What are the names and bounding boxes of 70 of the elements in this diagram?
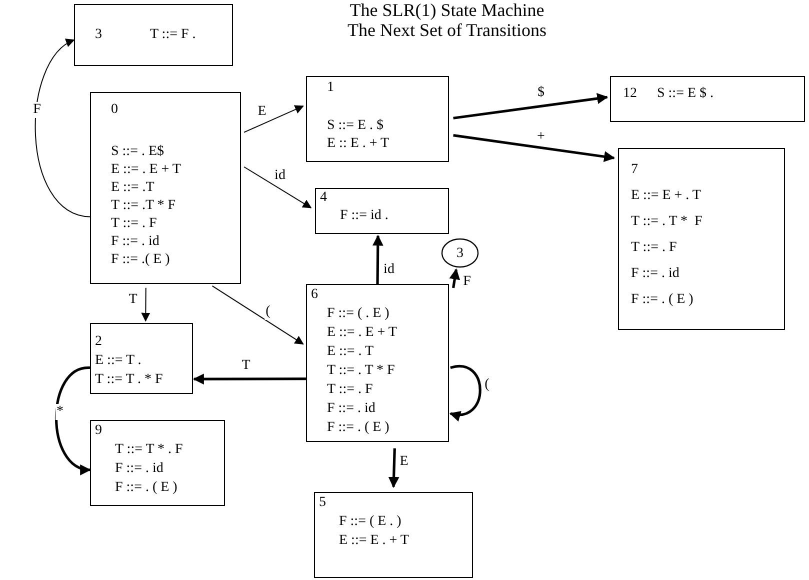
item-text: F ::= id . [339,207,388,225]
edge-label: ( [484,377,490,393]
arrow [244,105,304,133]
item-text: S ::= E . $ [327,117,384,135]
item-text: F ::= . id [111,233,160,251]
item-text: E ::= E + . T [631,187,701,205]
arrow [141,287,150,322]
state-number: 3 [95,26,102,44]
state-number: 6 [311,286,318,304]
item-text: F ::= ( . E ) [326,305,390,323]
item-text: F ::= . id [631,265,680,283]
state-box [618,148,785,330]
arrow [449,268,460,288]
item-text: T ::= .T * F [111,197,176,215]
item-text: F ::= . ( E ) [631,291,694,309]
state-number: 4 [320,189,327,207]
arrow [244,166,312,208]
arrow [372,234,384,284]
state-box [74,4,233,66]
edge-label: F [32,102,42,118]
arrow [54,366,92,474]
item-text: T ::= . T * F [631,213,702,231]
item-text: S ::= E $ . [657,85,714,103]
item-text: E ::= T . [95,352,142,370]
item-text: T ::= T . * F [95,371,163,389]
item-text: T ::= . F [111,215,157,233]
item-text: T ::= T * . F [114,441,183,459]
item-text: F ::= . ( E ) [326,419,390,437]
state-box [315,188,449,234]
item-text: T ::= . T * F [326,362,395,380]
diagram-title: The SLR(1) State Machine The Next Set of Transitions [346,0,548,40]
arrow [192,374,306,385]
item-text: T ::= F . [150,26,196,44]
item-text: E ::= . E + T [111,161,181,179]
item-text: E ::= . E + T [326,324,397,342]
arrow [453,134,616,162]
state-number: 7 [631,161,638,179]
item-text: F ::= . id [326,400,376,418]
item-text: F ::= .( E ) [111,251,170,269]
edge-label: * [56,404,64,420]
state-box [90,323,193,394]
state-box [314,492,473,578]
edge-label: ( [264,304,272,320]
arrow [35,39,90,218]
state-box [306,76,449,162]
state-number: 1 [327,79,334,97]
item-text: F ::= . ( E ) [114,479,178,497]
arrow [453,93,608,120]
arrow [212,285,304,345]
item-text: E :: E . + T [327,135,390,153]
item-text: E ::= .T [111,179,154,197]
arrow [449,364,482,420]
state-box [90,420,225,506]
state-box [90,92,241,284]
item-text: F ::= ( E . ) [338,513,402,531]
item-text: T ::= . F [326,381,373,399]
state-number: 3 [456,244,464,262]
item-text: T ::= . F [631,239,677,257]
item-text: F ::= . id [114,460,164,478]
state-box [610,76,805,122]
state-box [306,284,449,442]
arrow [388,448,400,488]
state-number: 9 [95,422,102,440]
state-number: 0 [111,101,118,119]
state-number: 5 [319,494,326,512]
state-number: 2 [95,333,102,351]
item-text: E ::= E . + T [338,532,409,550]
state-number: 12 [623,85,637,103]
item-text: S ::= . E$ [111,143,164,161]
item-text: E ::= . T [326,343,374,361]
